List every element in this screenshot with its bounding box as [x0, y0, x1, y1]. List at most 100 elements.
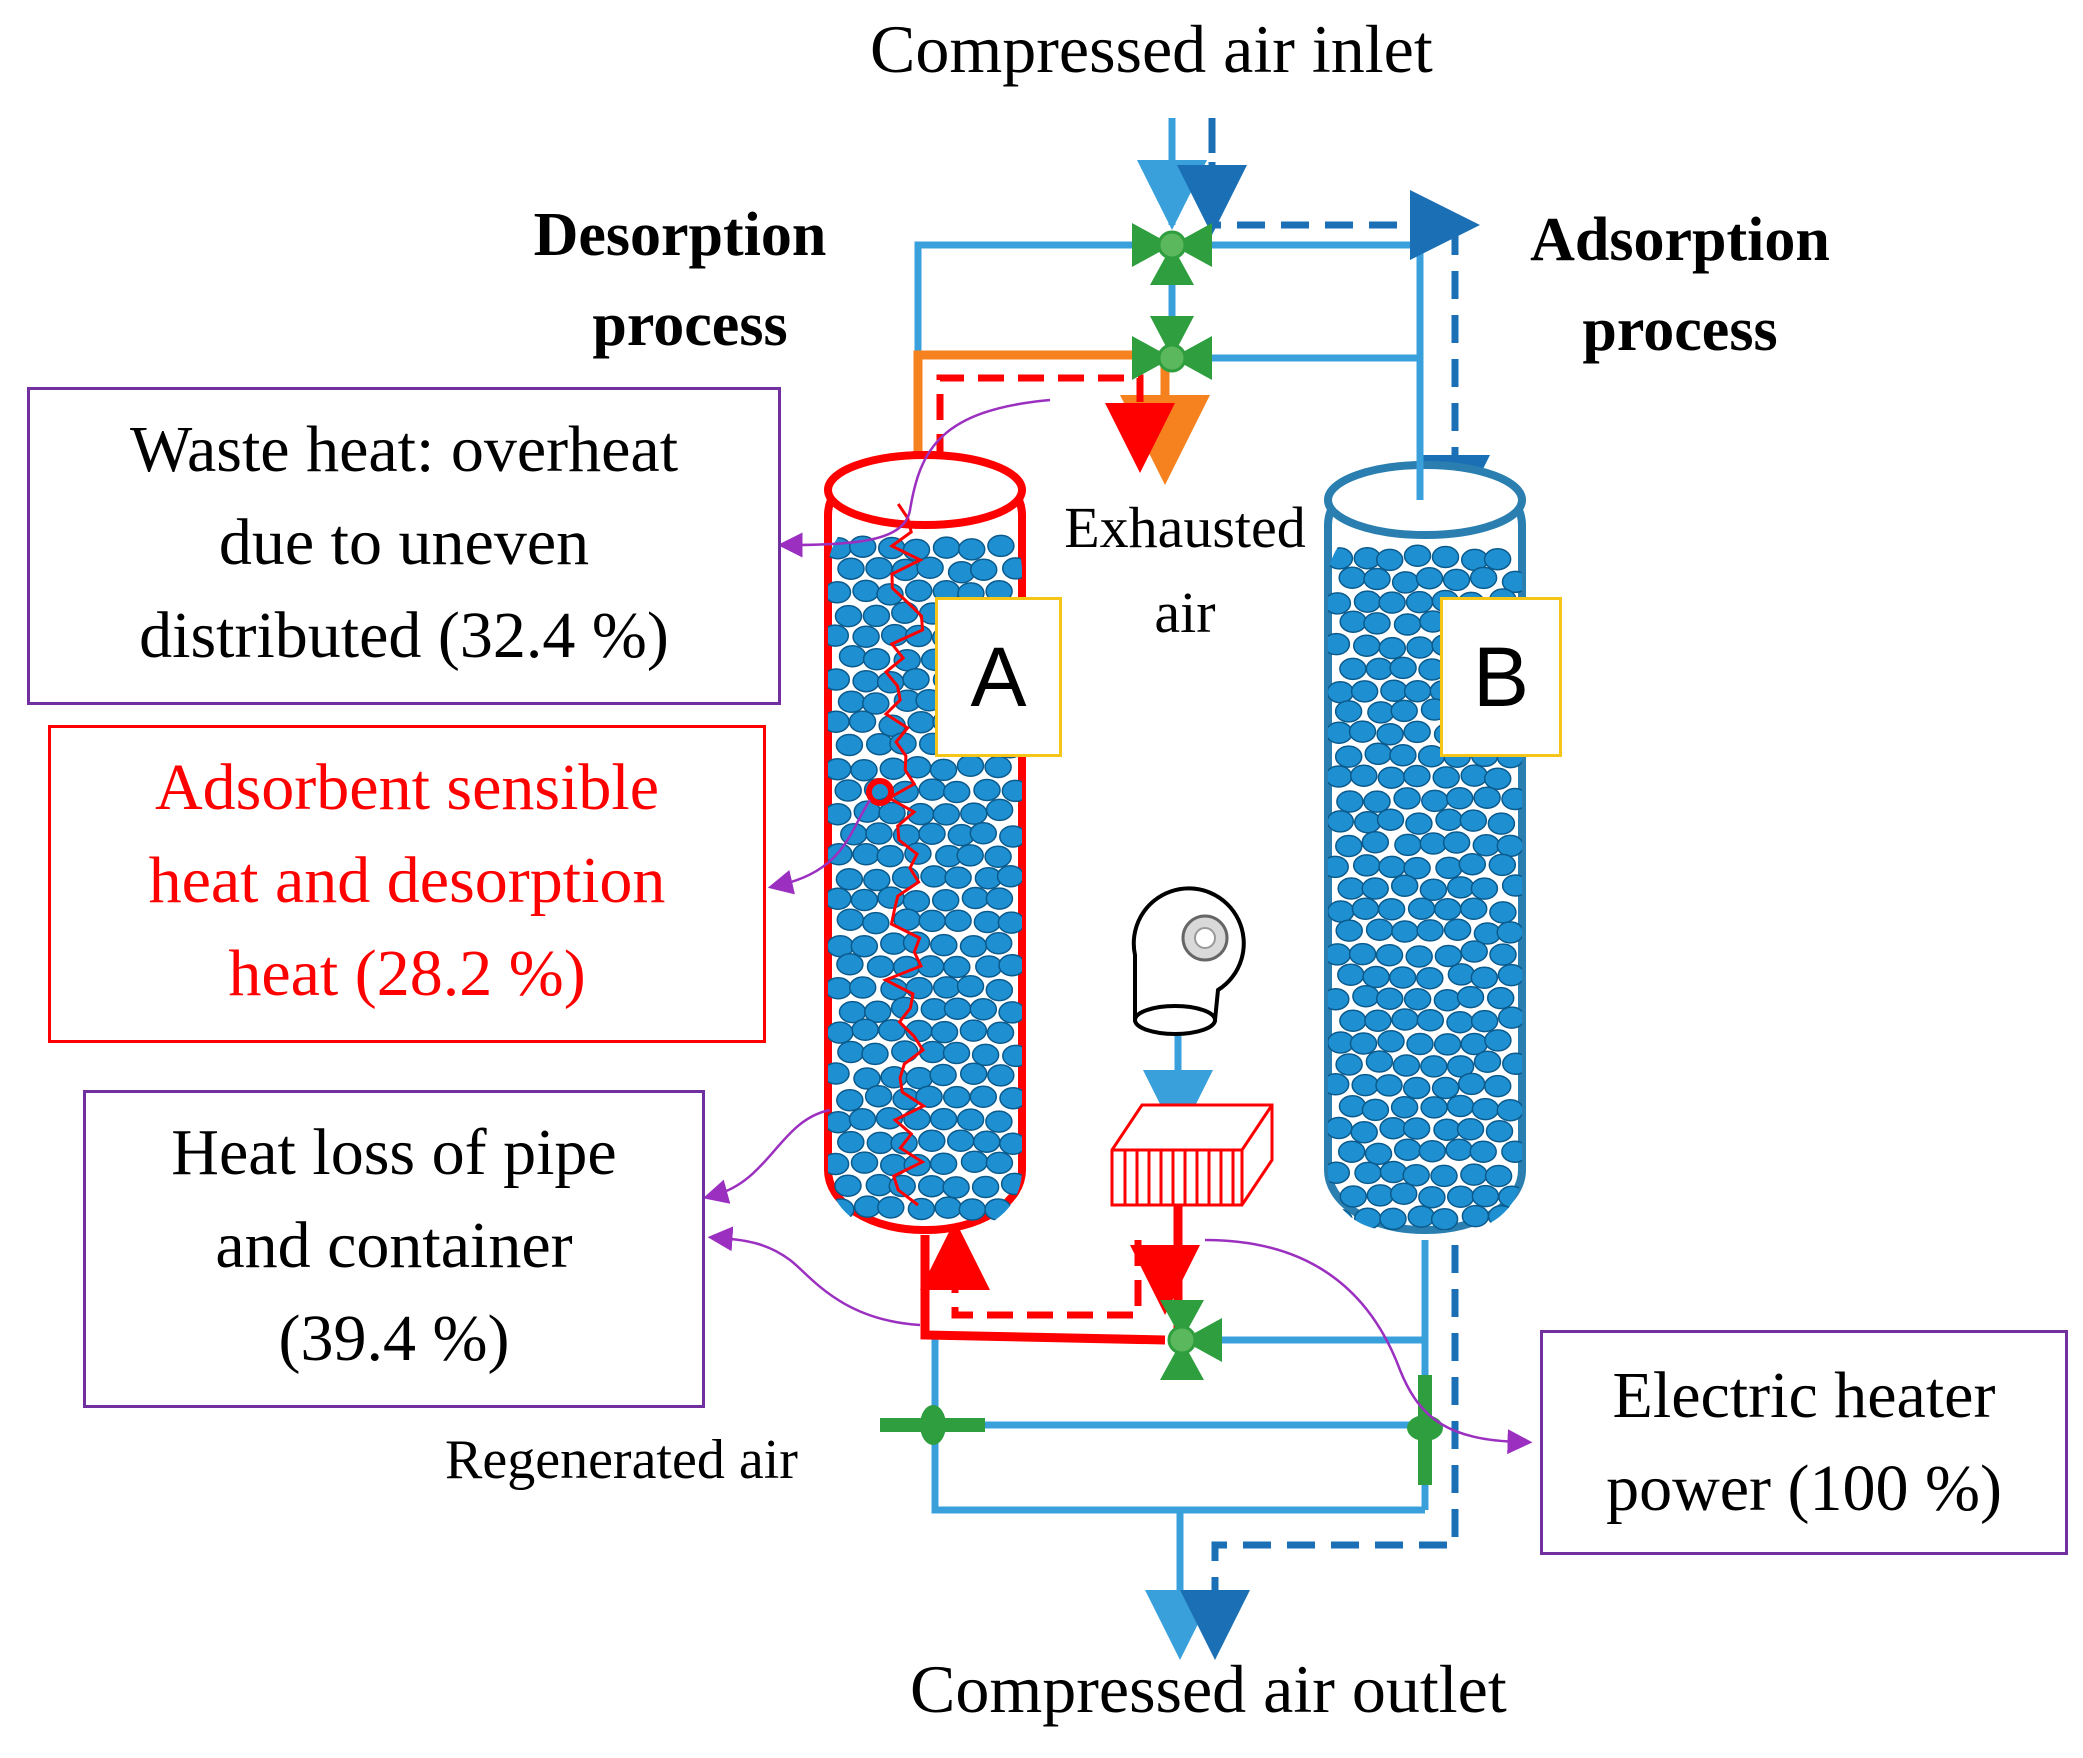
adsorbent-bead: [931, 889, 960, 912]
adsorbent-bead: [1497, 1006, 1522, 1029]
adsorbent-bead: [971, 1175, 1000, 1199]
adsorbent-bead: [1392, 1054, 1421, 1077]
adsorbent-bead: [1391, 1008, 1419, 1031]
adsorbent-bead: [1364, 1009, 1392, 1032]
adsorbent-bead: [1403, 720, 1431, 744]
valve-second: [1132, 316, 1212, 380]
adsorbent-bead: [1364, 742, 1392, 766]
adsorbent-bead: [1446, 1055, 1475, 1078]
adsorbent-bead: [850, 758, 878, 782]
adsorbent-bead: [1337, 963, 1365, 987]
adsorbent-bead: [1496, 921, 1522, 944]
adsorbent-bead: [987, 1064, 1015, 1087]
adsorbent-bead: [1336, 790, 1364, 813]
adsorbent-bead: [828, 1021, 854, 1044]
adsorbent-bead: [1328, 680, 1355, 704]
adsorbent-bead: [865, 1173, 894, 1197]
valve-top: [1132, 223, 1212, 285]
adsorbent-bead: [1486, 986, 1515, 1010]
adsorbent-bead: [1361, 877, 1389, 900]
adsorbent-bead: [1443, 918, 1472, 941]
adsorbent-bead: [1328, 765, 1353, 788]
adsorbent-bead: [985, 798, 1014, 822]
adsorbent-bead: [837, 557, 865, 580]
adsorbent-bead: [1430, 1164, 1458, 1188]
adsorbent-bead: [1457, 1072, 1486, 1096]
adsorbent-bead: [969, 558, 998, 581]
adsorbent-bead: [944, 909, 972, 932]
adsorbent-bead: [996, 865, 1022, 888]
adsorbent-bead: [987, 534, 1015, 558]
adsorbent-bead: [1335, 1053, 1363, 1076]
adsorbent-bead: [828, 887, 852, 911]
upper-bypass-right: [1190, 241, 1424, 360]
adsorbent-bead: [848, 710, 877, 733]
adsorbent-bead: [1361, 1098, 1390, 1122]
adsorbent-bead: [1378, 591, 1406, 614]
heat-loss-line-1: Heat loss of pipe: [171, 1116, 617, 1189]
adsorbent-bead: [918, 909, 946, 933]
waste-heat-box: Waste heat: overheat due to uneven distr…: [27, 387, 781, 705]
adsorbent-bead: [1415, 566, 1444, 590]
adsorbent-bead: [863, 1000, 892, 1024]
adsorbent-bead: [862, 604, 891, 628]
desorption-process-label: Desorption process: [490, 190, 870, 370]
adsorbent-bead: [1339, 1185, 1368, 1208]
adsorbent-bead: [1472, 834, 1501, 857]
adsorbent-bead: [1349, 1032, 1378, 1055]
adsorbent-bead: [932, 976, 961, 999]
adsorbent-bead: [850, 1151, 879, 1174]
adsorbent-bead: [1461, 1204, 1490, 1228]
adsorbent-bead: [1334, 700, 1363, 723]
adsorbent-bead: [1391, 571, 1420, 594]
adsorbent-bead: [1430, 1208, 1459, 1230]
adsorption-process-label: Adsorption process: [1490, 195, 1870, 375]
adsorbent-bead: [876, 844, 904, 868]
adsorption-line-2: process: [1582, 296, 1778, 364]
adsorbent-bead: [1001, 557, 1022, 580]
electric-heater-line-2: power (100 %): [1606, 1452, 2002, 1525]
adsorbent-bead: [1352, 634, 1381, 657]
adsorbent-bead: [984, 1198, 1012, 1221]
adsorbent-bead: [942, 780, 971, 804]
heating-wire: [882, 503, 927, 1207]
adsorbent-bead: [1362, 965, 1390, 989]
adsorbent-bead: [1435, 856, 1463, 880]
adsorbent-bead: [986, 1021, 1015, 1045]
adsorbent-bead: [1446, 1185, 1475, 1209]
adsorbent-bead: [1402, 1117, 1431, 1140]
adsorbent-bead: [918, 1129, 946, 1153]
adsorption-line-1: Adsorption: [1530, 206, 1830, 274]
adsorbent-bead: [1456, 1118, 1485, 1141]
adsorbent-bead: [1496, 1098, 1522, 1122]
adsorbent-bead: [828, 1198, 855, 1221]
adsorbent-bead: [1470, 966, 1499, 990]
adsorbent-bead: [852, 669, 880, 693]
adsorbent-bead: [969, 822, 998, 845]
adsorbent-bead: [877, 1196, 905, 1219]
adsorbent-bead: [1363, 567, 1391, 591]
adsorbent-bead: [1394, 833, 1422, 857]
adsorbent-bead: [1337, 1140, 1366, 1163]
adsorbent-bead: [1351, 1073, 1379, 1097]
adsorbent-bead: [917, 1174, 946, 1198]
adsorbent-bead: [1416, 919, 1444, 942]
blower-icon: [1131, 886, 1246, 1036]
adsorbent-bead: [835, 867, 864, 891]
heat-loss-line-2: and container: [215, 1209, 573, 1282]
adsorbent-bead: [835, 733, 864, 757]
adsorbent-bead: [959, 1062, 988, 1086]
adsorbent-bead: [828, 668, 851, 691]
adsorbent-bead: [1484, 1029, 1512, 1052]
adsorbent-bead: [1420, 1096, 1448, 1119]
adsorbent-bead: [1363, 790, 1391, 813]
adsorbent-bead: [999, 825, 1022, 848]
adsorbent-bead: [853, 1067, 881, 1090]
adsorbent-bead: [1391, 920, 1419, 943]
adsorbent-bead: [1460, 940, 1488, 963]
adsorbent-bead: [1393, 787, 1421, 810]
column-a-label: A: [935, 597, 1062, 757]
adsorbent-bead: [1334, 745, 1363, 768]
adsorbent-bead: [942, 1085, 971, 1109]
adsorbent-bead: [1352, 984, 1380, 1008]
